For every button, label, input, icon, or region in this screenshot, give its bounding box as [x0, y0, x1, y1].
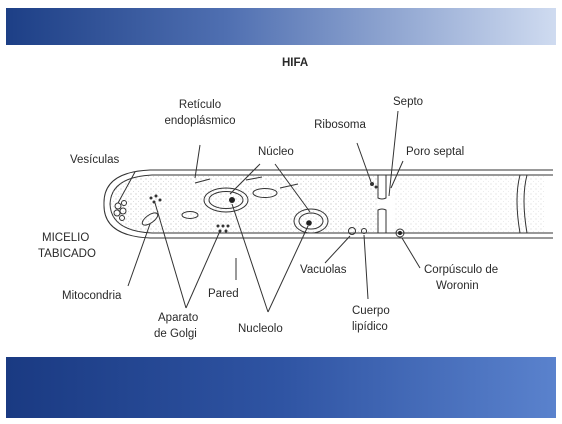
septum: [378, 175, 386, 233]
diagram-title: HIFA: [282, 57, 308, 69]
label-corpusculo-1: Corpúsculo de: [424, 264, 498, 276]
label-aparato-1: Aparato: [158, 312, 198, 324]
label-cuerpo-2: lipídico: [352, 321, 388, 333]
label-ribosoma: Ribosoma: [314, 119, 366, 131]
hypha-diagram-svg: HIFA: [0, 48, 562, 354]
label-micelio-2: TABICADO: [38, 248, 96, 260]
hypha-diagram: HIFA: [0, 48, 562, 354]
cytoplasm-next-cell: [395, 175, 545, 233]
label-aparato-2: de Golgi: [154, 328, 197, 340]
label-cuerpo-1: Cuerpo: [352, 305, 390, 317]
label-vacuolas: Vacuolas: [300, 264, 347, 276]
label-corpusculo-2: Woronin: [436, 280, 479, 292]
label-nucleo: Núcleo: [258, 146, 294, 158]
label-poro-septal: Poro septal: [406, 146, 464, 158]
label-mitocondria: Mitocondria: [62, 290, 122, 302]
label-pared: Pared: [208, 288, 239, 300]
label-micelio-1: MICELIO: [42, 232, 89, 244]
label-septo: Septo: [393, 96, 423, 108]
label-nucleolo: Nucleolo: [238, 323, 283, 335]
title-bar-band: [6, 8, 556, 45]
label-reticulo-2: endoplásmico: [165, 115, 236, 127]
footer-band: [6, 357, 556, 418]
label-vesiculas: Vesículas: [70, 154, 119, 166]
label-reticulo-1: Retículo: [179, 99, 221, 111]
